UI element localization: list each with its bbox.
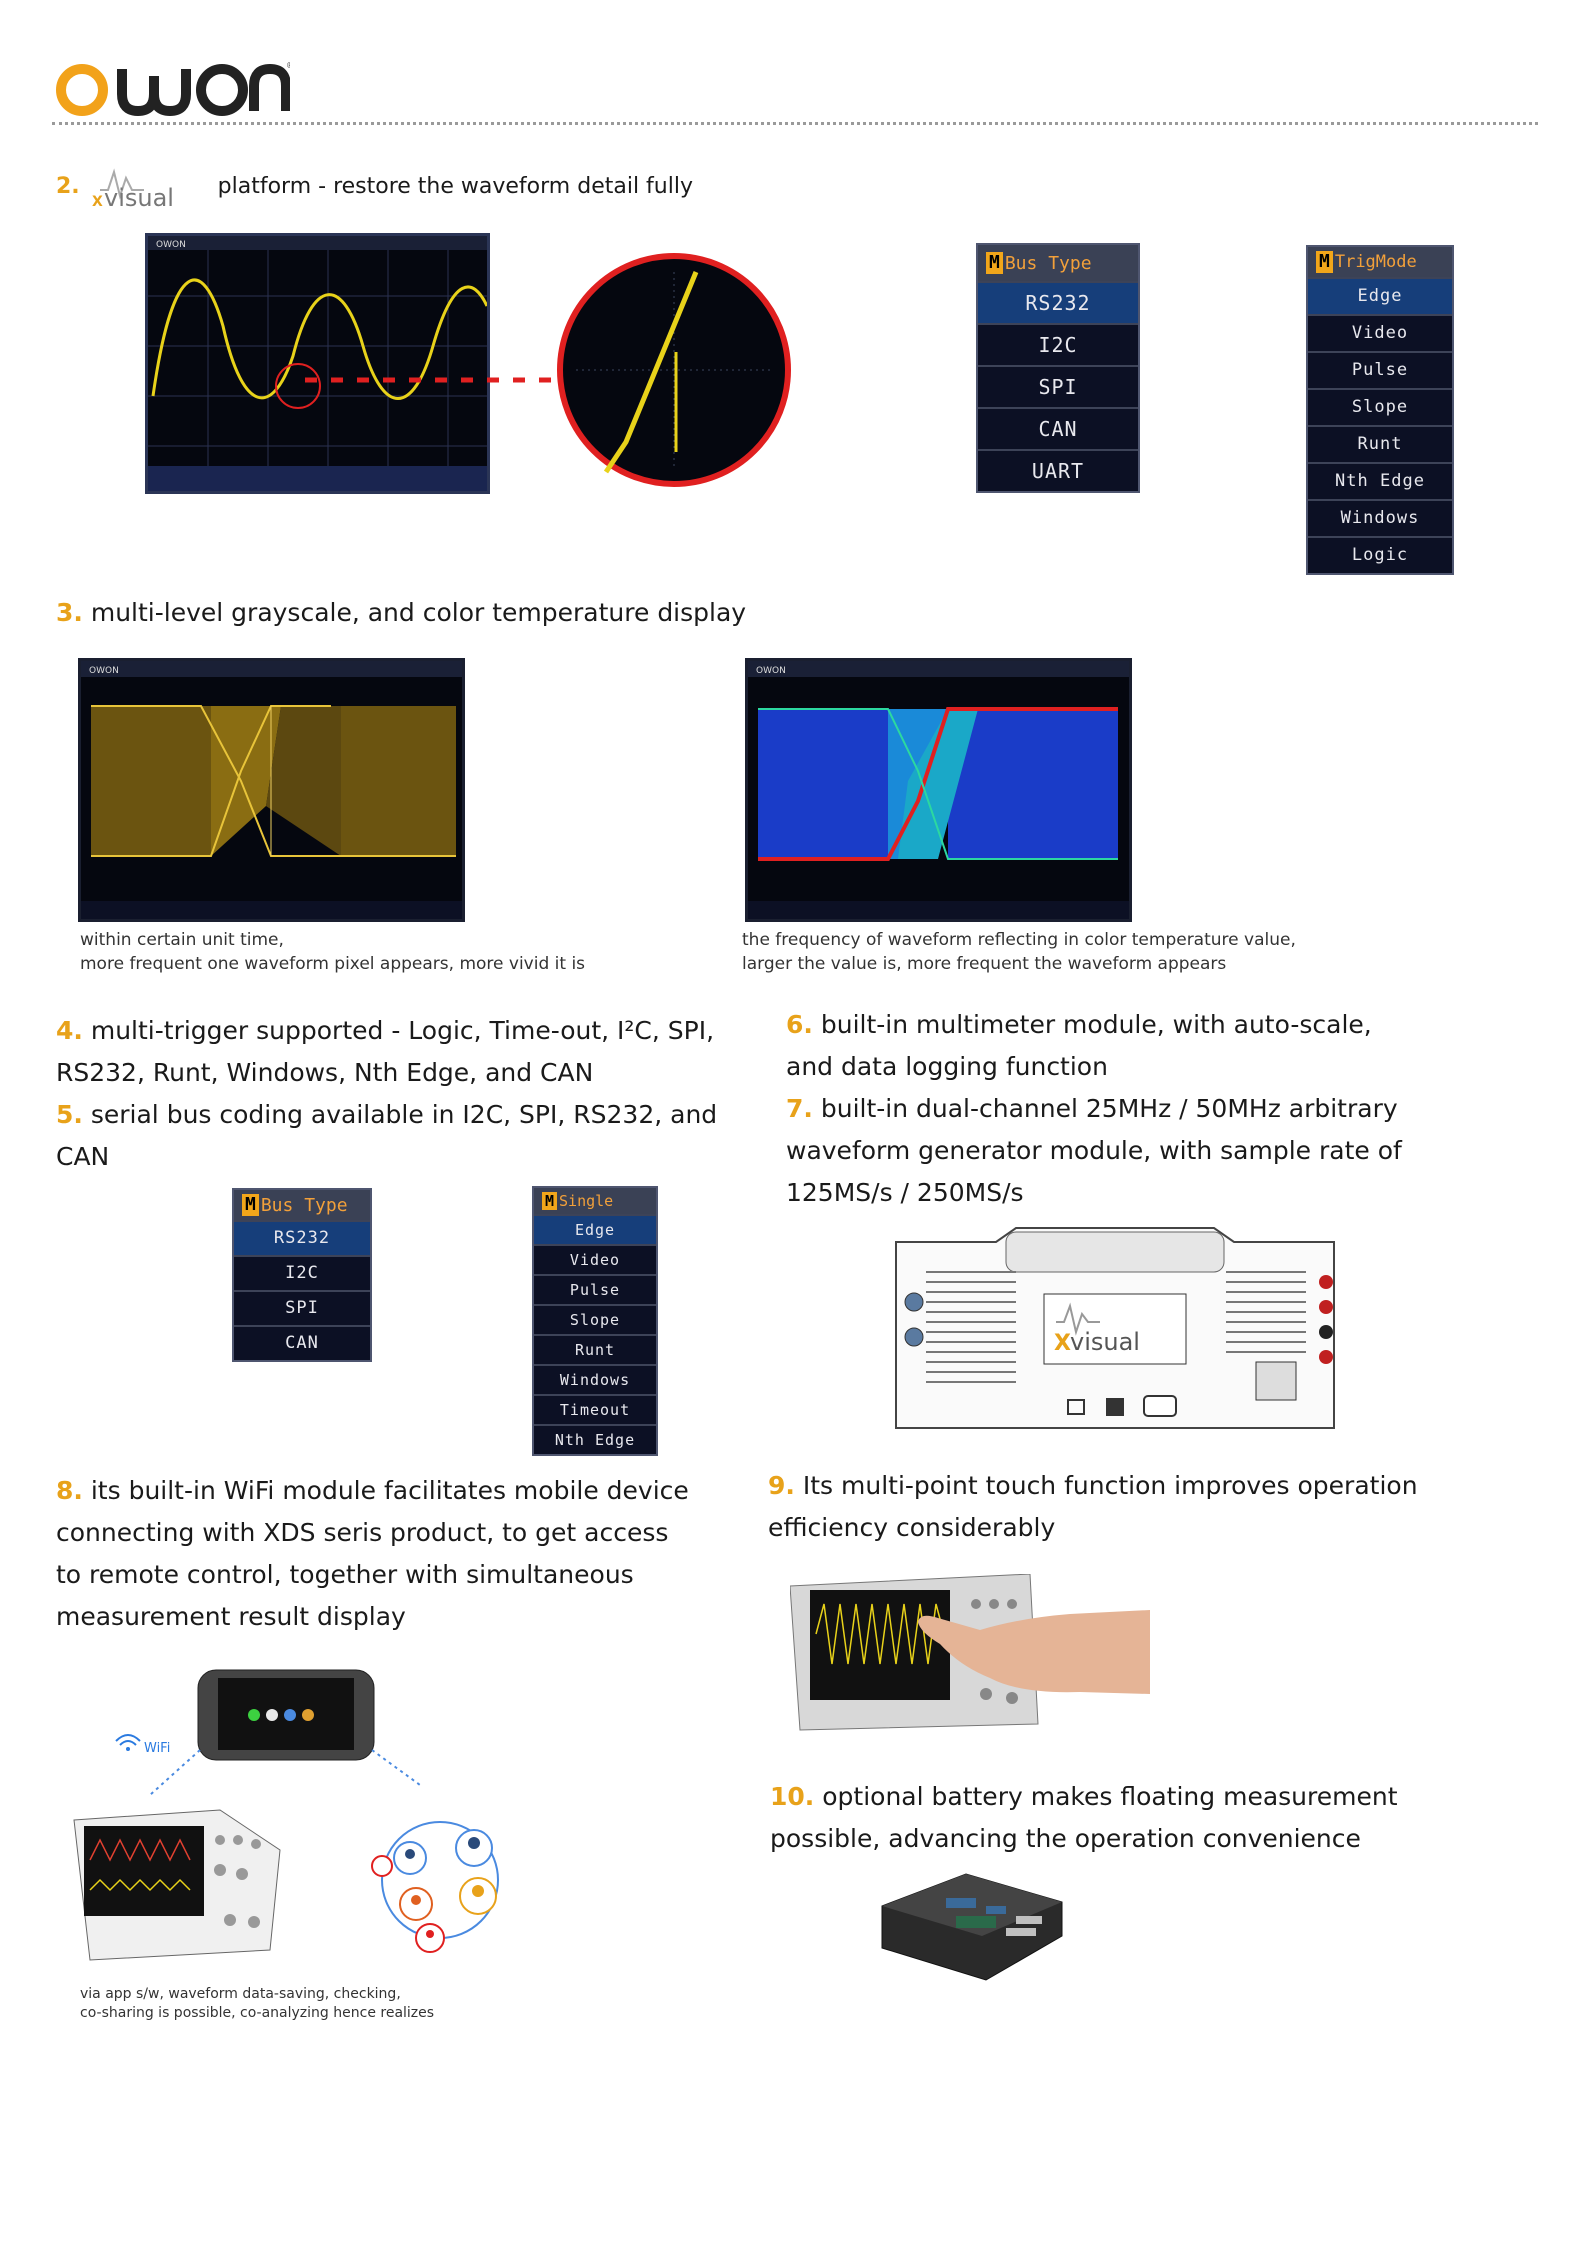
trig-item-windows[interactable]: Windows [1308, 499, 1452, 536]
bus-type-item-i2c[interactable]: I2C [978, 323, 1138, 365]
xvisual-logo: X visual [92, 168, 174, 210]
color-temperature-waveform: OWON [748, 661, 1129, 919]
bus-type-item-can[interactable]: CAN [978, 407, 1138, 449]
color-temperature-caption: the frequency of waveform reflecting in … [742, 930, 1296, 974]
svg-text:X: X [1054, 1331, 1071, 1356]
trig-item-logic[interactable]: Logic [1308, 536, 1452, 573]
wifi-caption: via app s/w, waveform data-saving, check… [80, 1986, 435, 2021]
grayscale-waveform: OWON [81, 661, 462, 919]
bus-type-item-uart[interactable]: UART [978, 449, 1138, 491]
single-item-nth-edge[interactable]: Nth Edge [534, 1424, 656, 1454]
waveform-zoom-circle [557, 253, 791, 487]
section-3-text: multi-level grayscale, and color tempera… [90, 598, 747, 627]
color-temperature-scope-screen: OWON [745, 658, 1132, 922]
wifi-connection-illustration: WiFi [73, 1669, 499, 1961]
svg-text:OWON: OWON [756, 666, 786, 676]
grayscale-scope-screen: OWON [78, 658, 465, 922]
section-9-number: 9. [768, 1471, 795, 1500]
grayscale-caption: within certain unit time, more frequent … [80, 930, 586, 974]
section-6-7-heading: 6. built-in multimeter module, with auto… [786, 1010, 1402, 1207]
bus-small-item-rs232[interactable]: RS232 [234, 1220, 370, 1255]
zoom-connector [305, 377, 555, 383]
svg-text:OWON: OWON [89, 666, 119, 676]
section-5-number: 5. [56, 1100, 83, 1129]
section-4-number: 4. [56, 1016, 83, 1045]
svg-text:WiFi: WiFi [144, 1741, 170, 1756]
single-item-timeout[interactable]: Timeout [534, 1394, 656, 1424]
single-item-pulse[interactable]: Pulse [534, 1274, 656, 1304]
section-3-heading: 3. multi-level grayscale, and color temp… [56, 592, 746, 634]
section-10-heading: 10. optional battery makes floating meas… [770, 1782, 1398, 1853]
touch-screen-photo [790, 1574, 1150, 1731]
single-item-windows[interactable]: Windows [534, 1364, 656, 1394]
single-item-video[interactable]: Video [534, 1244, 656, 1274]
trig-item-nth-edge[interactable]: Nth Edge [1308, 462, 1452, 499]
section-9-heading: 9. Its multi-point touch function improv… [768, 1471, 1418, 1542]
single-item-runt[interactable]: Runt [534, 1334, 656, 1364]
trig-item-edge[interactable]: Edge [1308, 277, 1452, 314]
section-8-heading: 8. its built-in WiFi module facilitates … [56, 1476, 689, 1631]
svg-text:X: X [92, 194, 103, 210]
bus-small-item-spi[interactable]: SPI [234, 1290, 370, 1325]
section-3-number: 3. [56, 598, 83, 627]
section-2-heading: 2. X visual platform - restore the wavef… [56, 164, 693, 210]
bus-small-item-can[interactable]: CAN [234, 1325, 370, 1360]
section-6-number: 6. [786, 1010, 813, 1039]
svg-text:OWON: OWON [156, 240, 186, 250]
svg-text:visual: visual [1070, 1328, 1140, 1356]
section-2-number: 2. [56, 174, 80, 199]
owon-logo: ® [56, 61, 290, 117]
single-item-slope[interactable]: Slope [534, 1304, 656, 1334]
xvisual-scope-screen: OWON [145, 233, 490, 494]
section-2-text: platform - restore the waveform detail f… [217, 174, 693, 199]
battery-pack-photo [881, 1873, 1063, 1981]
wifi-icon [115, 1734, 141, 1751]
section-7-number: 7. [786, 1094, 813, 1123]
section-8-number: 8. [56, 1476, 83, 1505]
sine-waveform: OWON [148, 236, 489, 491]
svg-text:visual: visual [104, 184, 174, 210]
bus-type-item-spi[interactable]: SPI [978, 365, 1138, 407]
trig-item-video[interactable]: Video [1308, 314, 1452, 351]
trig-item-runt[interactable]: Runt [1308, 425, 1452, 462]
single-item-edge[interactable]: Edge [534, 1214, 656, 1244]
svg-text:®: ® [286, 61, 290, 70]
section-10-number: 10. [770, 1782, 815, 1811]
oscilloscope-rear-panel: X visual [895, 1227, 1335, 1429]
header-divider [52, 122, 1538, 125]
trig-item-pulse[interactable]: Pulse [1308, 351, 1452, 388]
bus-small-item-i2c[interactable]: I2C [234, 1255, 370, 1290]
section-4-heading: 4. multi-trigger supported - Logic, Time… [56, 1016, 718, 1171]
bus-type-item-rs232[interactable]: RS232 [978, 281, 1138, 323]
trig-item-slope[interactable]: Slope [1308, 388, 1452, 425]
